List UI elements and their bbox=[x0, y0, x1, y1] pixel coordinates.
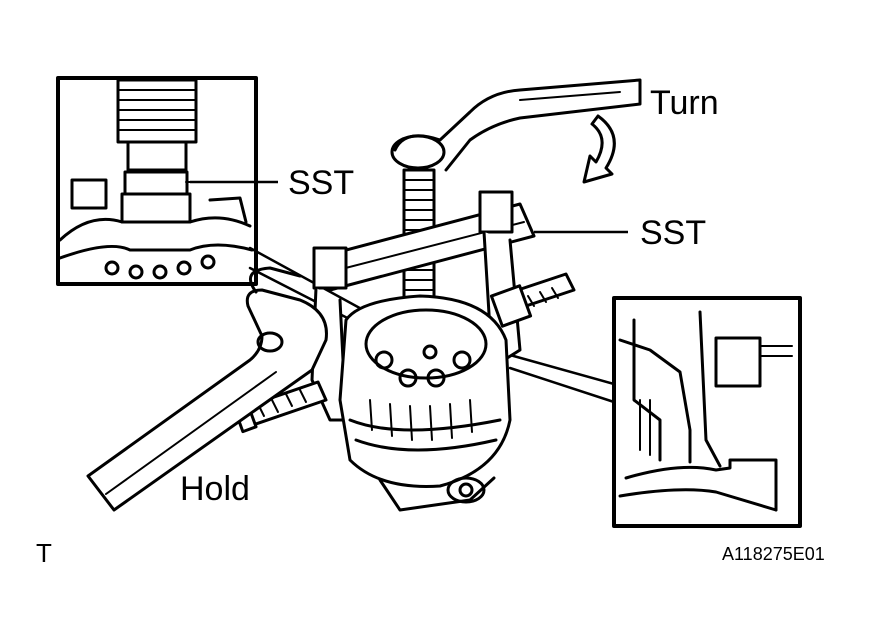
right-inset-detail bbox=[612, 296, 802, 528]
hold-wrench bbox=[86, 266, 328, 512]
turn-label: Turn bbox=[650, 84, 719, 122]
alternator-body bbox=[338, 294, 512, 512]
turn-arrow bbox=[582, 114, 616, 184]
sst-top-label: SST bbox=[288, 164, 355, 202]
figure-code-label: A118275E01 bbox=[722, 544, 825, 564]
corner-mark-label: T bbox=[36, 538, 52, 568]
sst-right-label: SST bbox=[640, 214, 707, 252]
hold-label: Hold bbox=[180, 470, 250, 508]
puller-crossbar bbox=[312, 190, 536, 292]
turn-wrench bbox=[390, 78, 642, 172]
right-side-bolt bbox=[489, 272, 576, 328]
